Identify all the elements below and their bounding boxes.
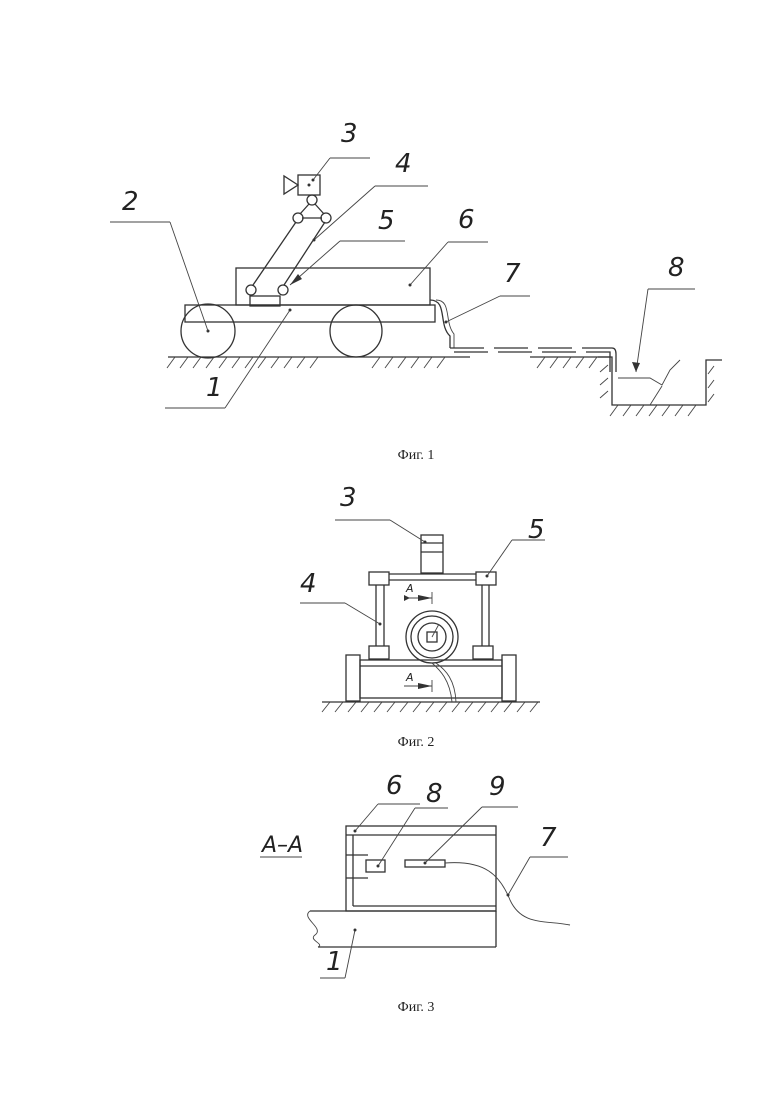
arm-joint-b <box>321 213 331 223</box>
figure-2: A A 3 5 4 <box>300 483 545 712</box>
label-5: 5 <box>378 206 395 236</box>
section-mark-top: A <box>405 582 414 595</box>
section-view <box>308 826 570 947</box>
mount-right <box>473 646 493 659</box>
label-4-fig2: 4 <box>300 569 317 599</box>
robot-vehicle <box>181 175 435 358</box>
label-7: 7 <box>504 259 521 289</box>
label-3-fig2: 3 <box>340 483 357 513</box>
label-5-fig2: 5 <box>528 515 545 545</box>
joint-block-right <box>476 572 496 585</box>
ground-surface <box>167 357 610 368</box>
right-track <box>502 655 516 701</box>
hose <box>430 300 616 372</box>
labels-fig2: 3 5 4 <box>300 483 545 599</box>
left-track <box>346 655 360 701</box>
rear-wheel <box>330 305 382 357</box>
label-3: 3 <box>341 119 358 149</box>
section-mark-bottom: A <box>405 671 414 684</box>
section-title: A–A <box>260 833 303 858</box>
arm-joint-a <box>293 213 303 223</box>
label-1-fig3: 1 <box>326 947 343 977</box>
label-8: 8 <box>668 253 685 283</box>
label-1: 1 <box>206 373 223 403</box>
camera-lens-icon <box>284 176 298 194</box>
label-6: 6 <box>458 205 475 235</box>
labels-fig3: A–A 6 8 9 7 1 <box>260 771 557 977</box>
figure-2-caption: Фиг. 2 <box>356 735 476 751</box>
arm-joint-top <box>307 195 317 205</box>
figure-3: A–A 6 8 9 7 1 <box>260 771 570 978</box>
joint-right <box>278 285 288 295</box>
ground-surface-fig2 <box>322 702 540 712</box>
figure-1-caption: Фиг. 1 <box>356 448 476 464</box>
figure-3-caption: Фиг. 3 <box>356 1000 476 1016</box>
label-8-fig3: 8 <box>426 779 443 809</box>
leader-lines-fig3 <box>260 804 568 978</box>
figure-1: 3 4 5 2 6 7 8 1 <box>110 119 722 416</box>
mount-left <box>369 646 389 659</box>
label-7-fig3: 7 <box>540 823 557 853</box>
water-tank-body <box>236 268 430 305</box>
tank-housing <box>346 826 496 911</box>
label-9-fig3: 9 <box>489 772 506 802</box>
joint-block-left <box>369 572 389 585</box>
leader-lines-fig1 <box>110 158 695 408</box>
label-4: 4 <box>395 149 412 179</box>
label-2: 2 <box>122 187 139 217</box>
sensor-8 <box>366 860 385 872</box>
label-6-fig3: 6 <box>386 771 403 801</box>
joint-left <box>246 285 256 295</box>
